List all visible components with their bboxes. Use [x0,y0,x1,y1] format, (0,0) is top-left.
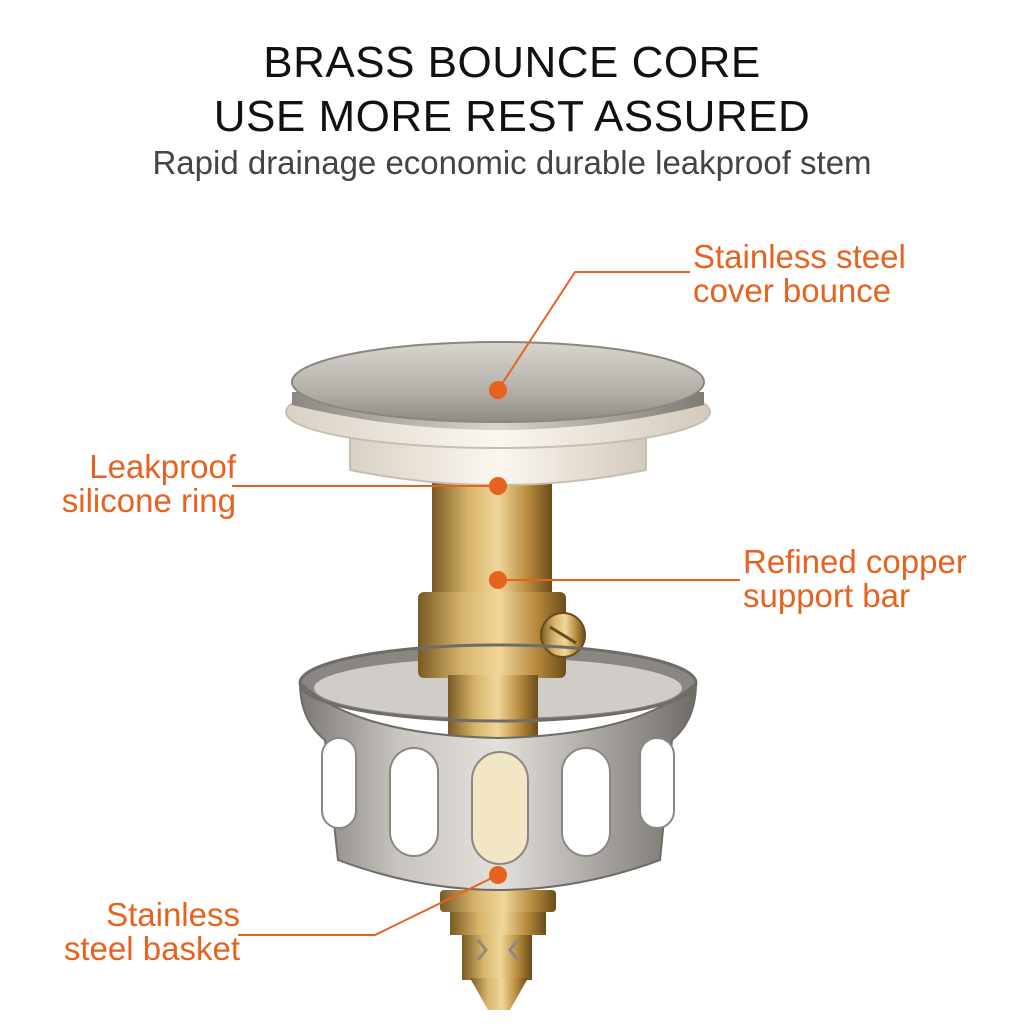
callout-silicone-ring: Leakproof silicone ring [40,450,236,518]
callout-basket-line2: steel basket [63,930,240,967]
callout-copper-bar: Refined copper support bar [743,545,967,613]
callout-cover: Stainless steel cover bounce [693,240,906,308]
callout-bar-line2: support bar [743,577,910,614]
callout-leaders [232,271,740,936]
callout-ring-line1: Leakproof [89,448,236,485]
callout-basket-line1: Stainless [106,896,240,933]
headline-line-1: BRASS BOUNCE CORE [263,38,761,87]
callout-bar-line1: Refined copper [743,543,967,580]
callout-dots [489,381,507,884]
headline-line-2: USE MORE REST ASSURED [213,92,811,141]
callout-cover-line1: Stainless steel [693,238,906,275]
steel-basket [298,643,698,891]
callout-basket: Stainless steel basket [40,898,240,966]
callout-ring-line2: silicone ring [61,482,236,519]
subtitle: Rapid drainage economic durable leakproo… [152,144,872,181]
callout-cover-line2: cover bounce [693,272,892,309]
brass-tail [440,890,556,1010]
